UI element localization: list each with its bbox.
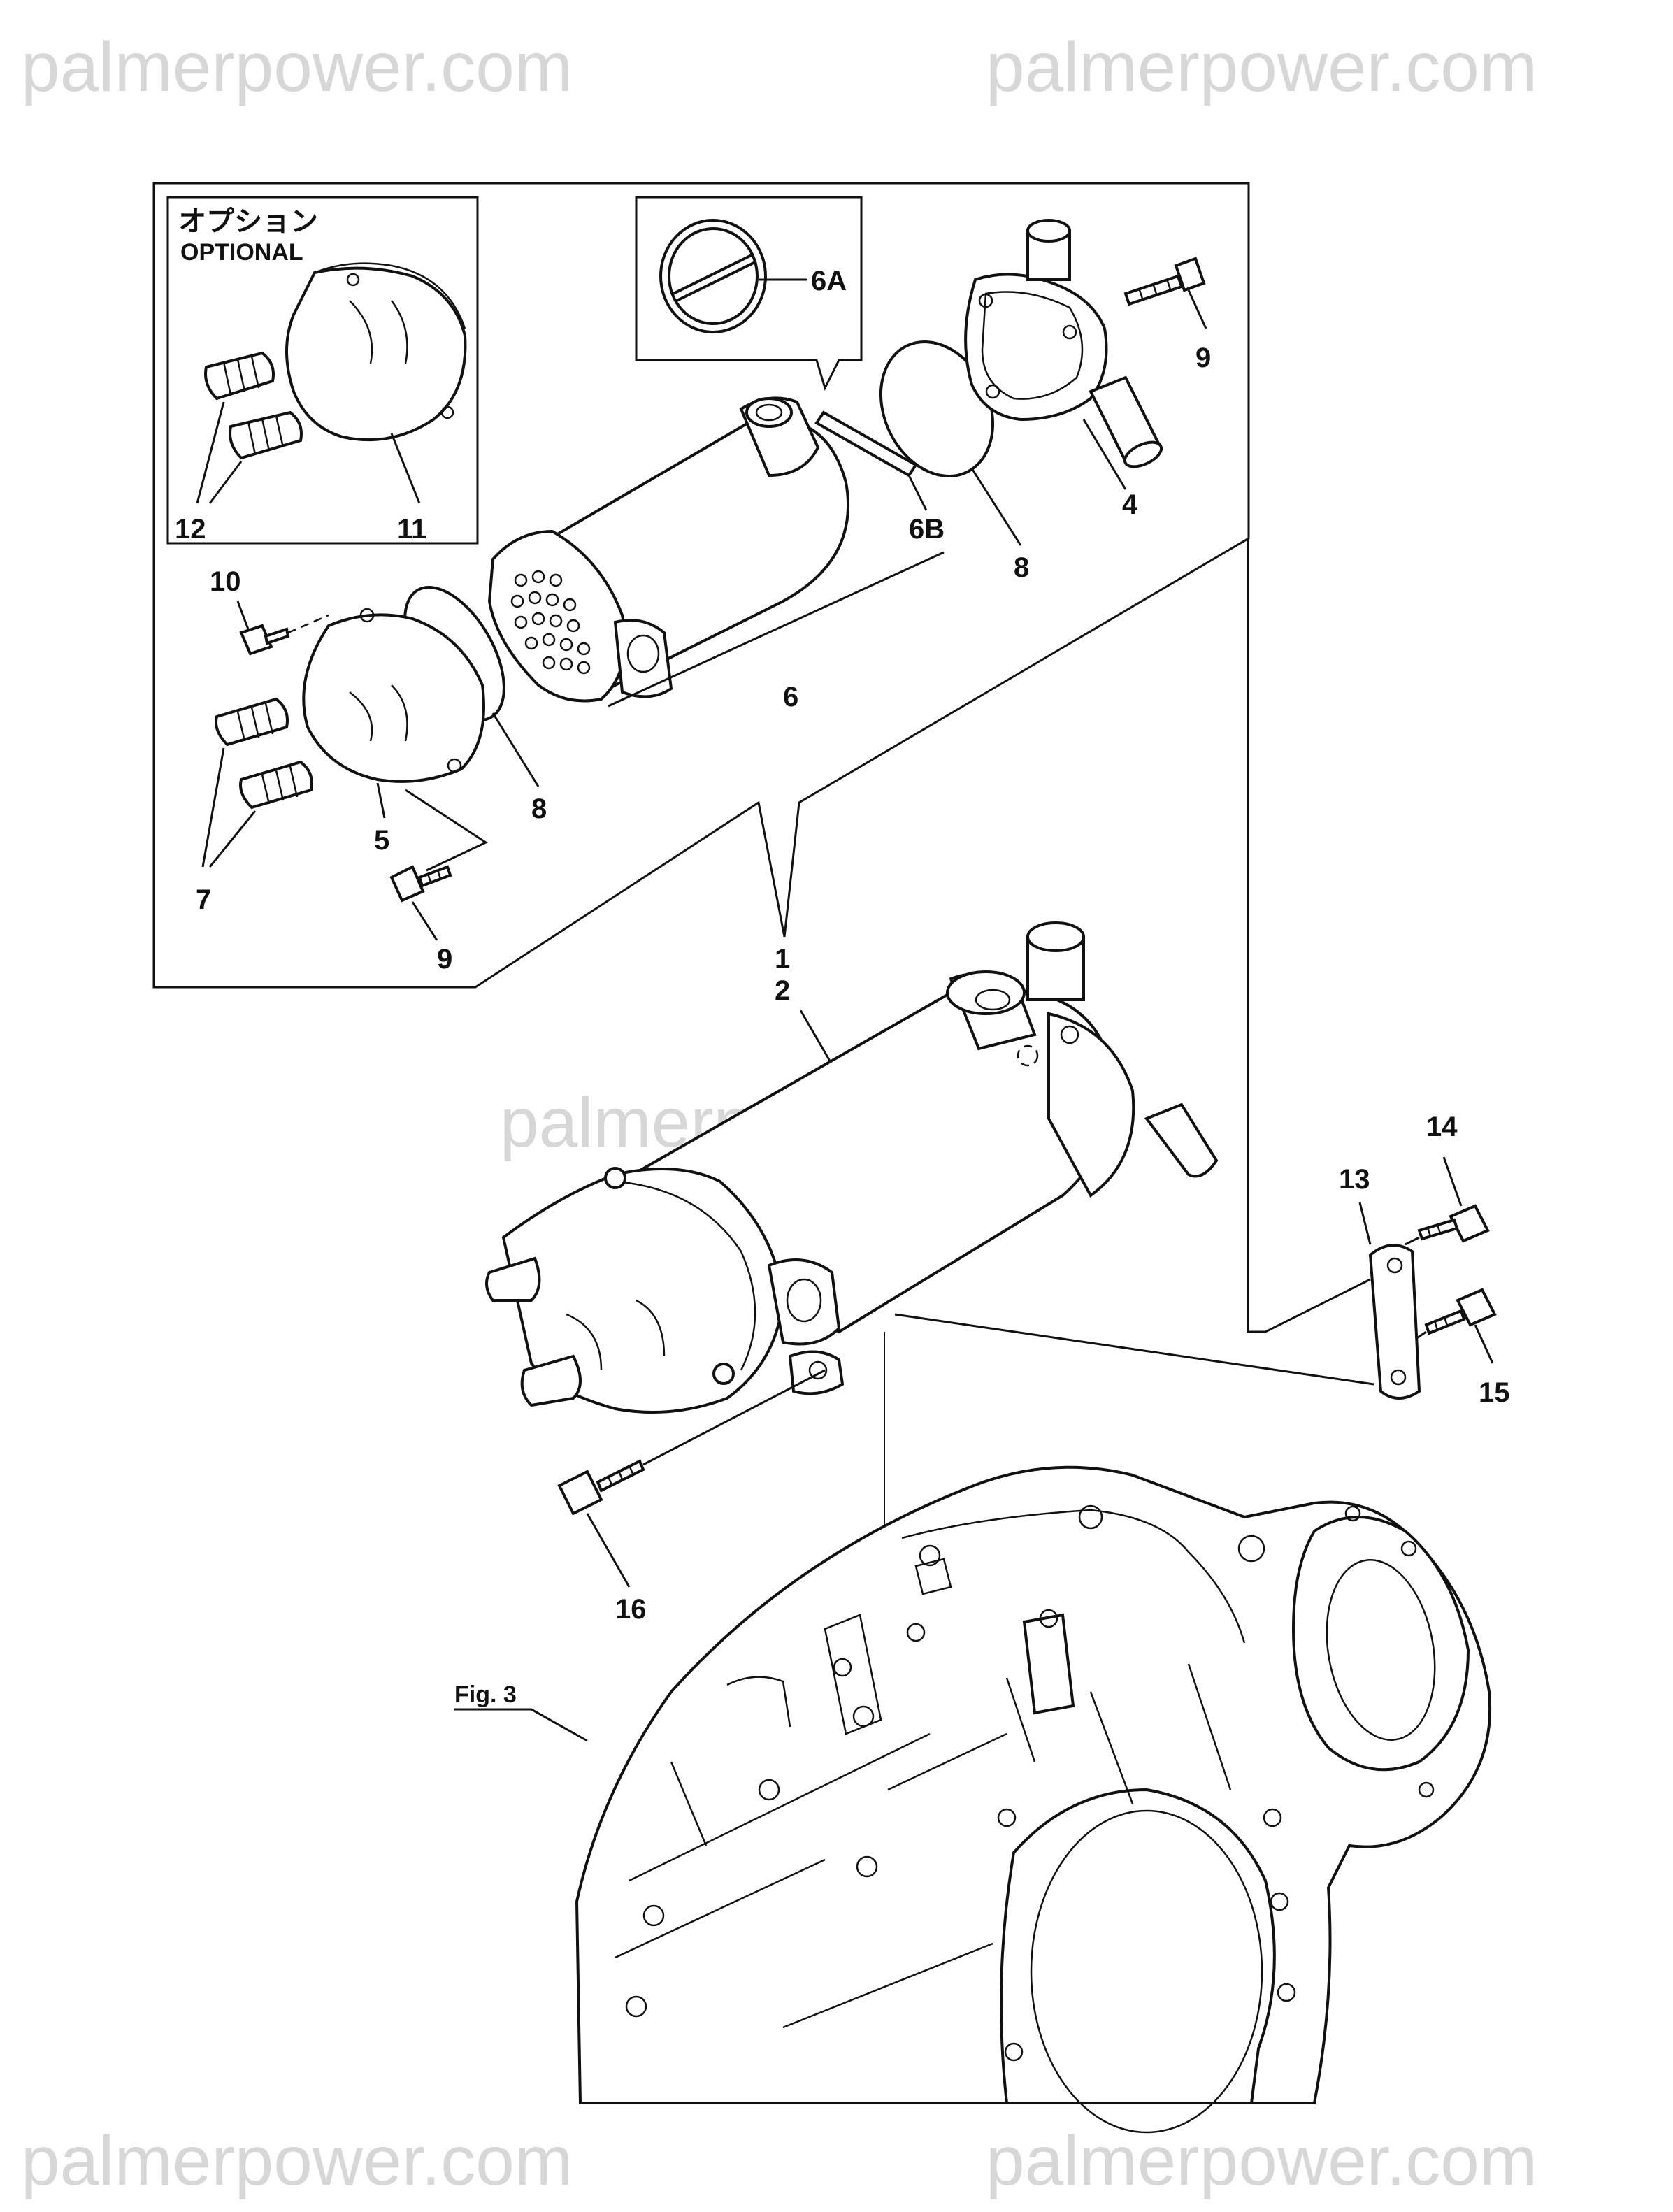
callout-2: 2 [775, 975, 790, 1006]
callout-14: 14 [1426, 1112, 1458, 1142]
optional-title-jp: オプション [178, 206, 318, 237]
leader-16 [586, 1513, 631, 1588]
callout-6: 6 [783, 682, 798, 712]
watermark-bottom-right: palmerpower.com [986, 2122, 1537, 2200]
callout-10: 10 [210, 566, 241, 597]
leader-5 [376, 782, 386, 819]
exploded-view-frame [152, 182, 1250, 989]
callout-6A: 6A [811, 266, 847, 296]
bolt-10 [239, 624, 290, 656]
leader-16-axis [642, 1369, 826, 1466]
bolt-14 [1417, 1204, 1490, 1243]
leader-13-bolt-line [894, 1313, 1374, 1386]
leader-9-upper [1187, 289, 1207, 329]
leader-10-dashed [287, 614, 329, 634]
leader-12 [196, 401, 243, 504]
leader-13 [1358, 1202, 1372, 1245]
cooler-core-6 [487, 396, 850, 703]
bracket-13 [1368, 1244, 1421, 1400]
leader-4 [1082, 419, 1127, 490]
inset-6A-box [635, 196, 863, 392]
leader-14 [1442, 1156, 1463, 1207]
callout-6B: 6B [909, 514, 945, 545]
callout-8-upper: 8 [1014, 552, 1029, 583]
leader-6B [907, 475, 928, 511]
zinc-anodes-7 [215, 697, 313, 810]
leader-fig3 [454, 1708, 588, 1742]
bolt-9-upper [1123, 257, 1206, 306]
leader-5-bolt [405, 789, 489, 872]
leader-11 [390, 433, 421, 504]
callout-15: 15 [1479, 1377, 1510, 1408]
optional-title-en: OPTIONAL [180, 239, 303, 266]
watermark-top-left: palmerpower.com [21, 28, 573, 106]
leader-10 [236, 601, 250, 630]
leader-13-frame [1247, 538, 1371, 1333]
leader-7 [201, 747, 257, 868]
leader-9-lower [411, 901, 438, 941]
bolt-16 [557, 1459, 645, 1516]
callout-1: 1 [775, 944, 790, 975]
leader-8-upper [970, 468, 1022, 546]
end-cover-5 [302, 608, 485, 783]
watermark-top-right: palmerpower.com [986, 28, 1537, 106]
callout-9-lower: 9 [437, 944, 452, 975]
leader-15 [1474, 1324, 1494, 1364]
end-cover-4 [964, 219, 1163, 468]
optional-zinc-anodes [204, 351, 303, 460]
callout-8-lower: 8 [531, 793, 547, 824]
leader-8-lower [491, 712, 540, 787]
gasket-6A [659, 219, 767, 333]
flywheel-housing [575, 1465, 1492, 2134]
leader-6 [608, 551, 945, 708]
bolt-15 [1424, 1288, 1497, 1335]
callout-16: 16 [615, 1594, 647, 1625]
leader-15-axis [1415, 1330, 1427, 1340]
optional-inset-box [166, 196, 479, 545]
callout-13: 13 [1339, 1164, 1370, 1195]
figure-ref-label: Fig. 3 [454, 1681, 517, 1708]
callout-7: 7 [196, 884, 211, 915]
watermark-bottom-left: palmerpower.com [21, 2122, 573, 2200]
callout-5: 5 [374, 825, 389, 856]
heat-exchanger-assembly [485, 921, 1219, 1414]
callout-9-upper: 9 [1195, 343, 1211, 373]
callout-12: 12 [175, 514, 206, 545]
optional-end-cover [285, 262, 467, 442]
callout-4: 4 [1122, 489, 1138, 520]
callout-11: 11 [397, 514, 426, 545]
bolt-9-lower [389, 865, 452, 903]
leader-14-axis [1405, 1236, 1420, 1246]
